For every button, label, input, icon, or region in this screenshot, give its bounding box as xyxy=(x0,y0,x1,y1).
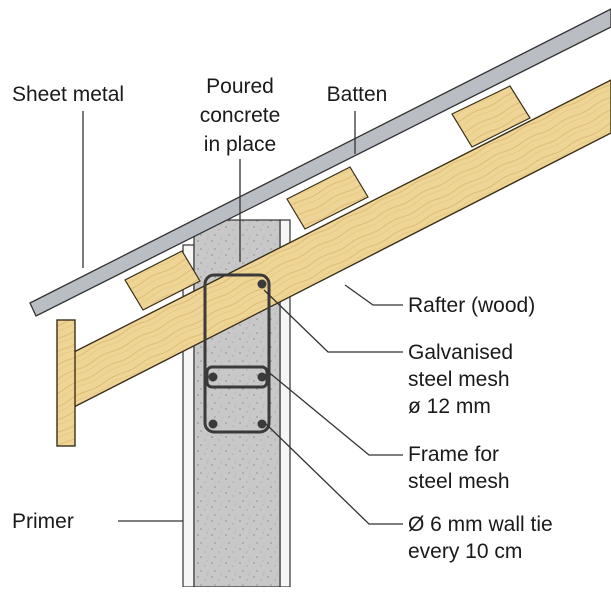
label-galvanised-1: Galvanised xyxy=(408,341,513,364)
battens xyxy=(124,85,531,311)
mesh-bars xyxy=(208,279,267,429)
label-wall-tie-2: every 10 cm xyxy=(408,540,522,563)
fascia-board xyxy=(56,319,76,447)
label-galvanised-2: steel mesh xyxy=(408,368,510,391)
label-frame-2: steel mesh xyxy=(408,470,510,493)
label-poured-concrete-1: Poured xyxy=(206,75,274,98)
leader-lines xyxy=(82,111,403,525)
galvanised-steel-mesh xyxy=(203,273,271,434)
label-poured-concrete-2: concrete xyxy=(200,104,281,127)
label-sheet-metal: Sheet metal xyxy=(12,83,124,106)
label-frame-1: Frame for xyxy=(408,443,499,466)
label-batten: Batten xyxy=(327,83,388,106)
label-galvanised-3: ø 12 mm xyxy=(408,395,491,418)
sheet-metal-roof xyxy=(29,8,611,317)
label-wall-tie-1: Ø 6 mm wall tie xyxy=(408,513,553,536)
label-rafter: Rafter (wood) xyxy=(408,294,535,317)
labels: Sheet metal Poured concrete in place Bat… xyxy=(12,75,553,563)
label-primer: Primer xyxy=(12,510,74,533)
label-poured-concrete-3: in place xyxy=(204,133,276,156)
